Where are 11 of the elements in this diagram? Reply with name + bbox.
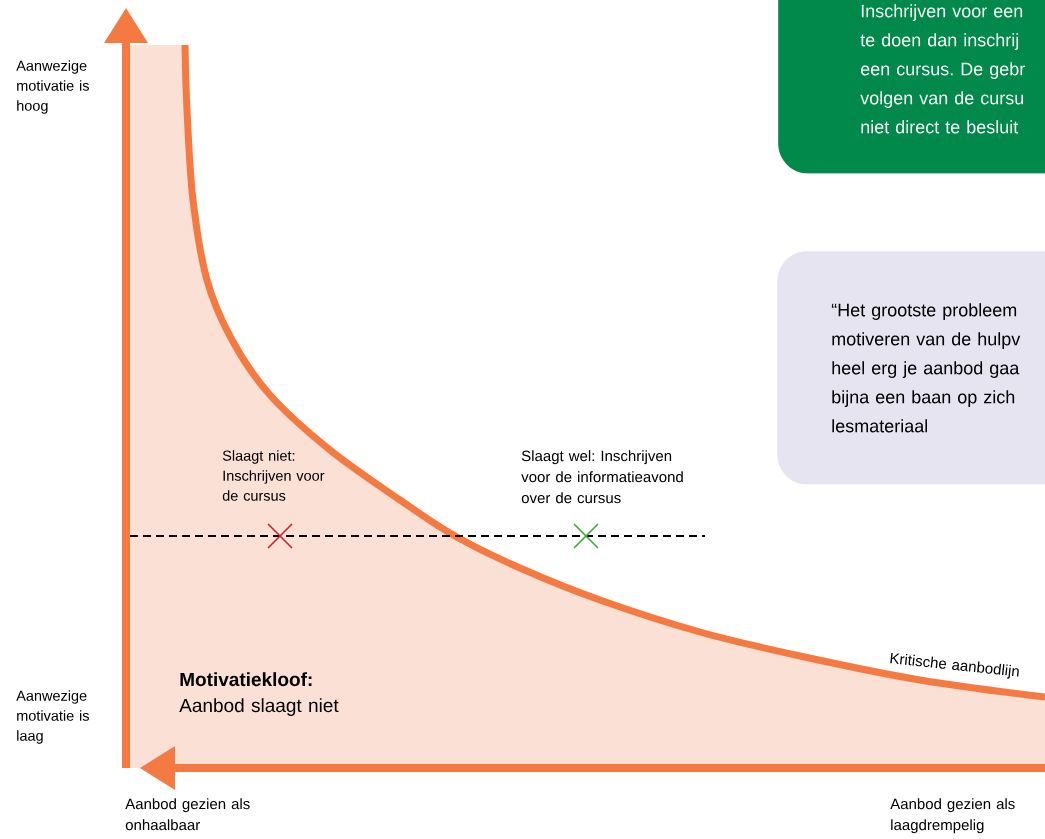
heading: Motivatiekloof: — [180, 672, 312, 687]
annotation-text: Slaagt niet: Inschrijven voor de cursus — [222, 450, 325, 501]
annotation-text: Aanbod slaagt niet — [179, 698, 339, 716]
curve-label: Kritische aanbodlijn — [890, 652, 1019, 679]
quote-box: Inschrijven voor een te doen dan inschrij een cursus. De gebr volgen van de cursu niet direct te besluit — [778, 0, 1045, 174]
axis-label: Aanbod gezien als laagdrempelig — [890, 798, 1015, 834]
annotation-text: Slaagt wel: Inschrijven voor de informatieavond over de cursus — [521, 450, 683, 504]
axis-label: Aanwezige motivatie is laag — [16, 690, 89, 744]
axis-label: Aanbod gezien als onhaalbaar — [125, 798, 250, 831]
axis-label: Aanwezige motivatie is hoog — [16, 60, 89, 114]
quote-box: “Het grootste probleem motiveren van de hulpv heel erg je aanbod gaa bijna een baan op zich lesmateriaal — [777, 251, 1045, 485]
